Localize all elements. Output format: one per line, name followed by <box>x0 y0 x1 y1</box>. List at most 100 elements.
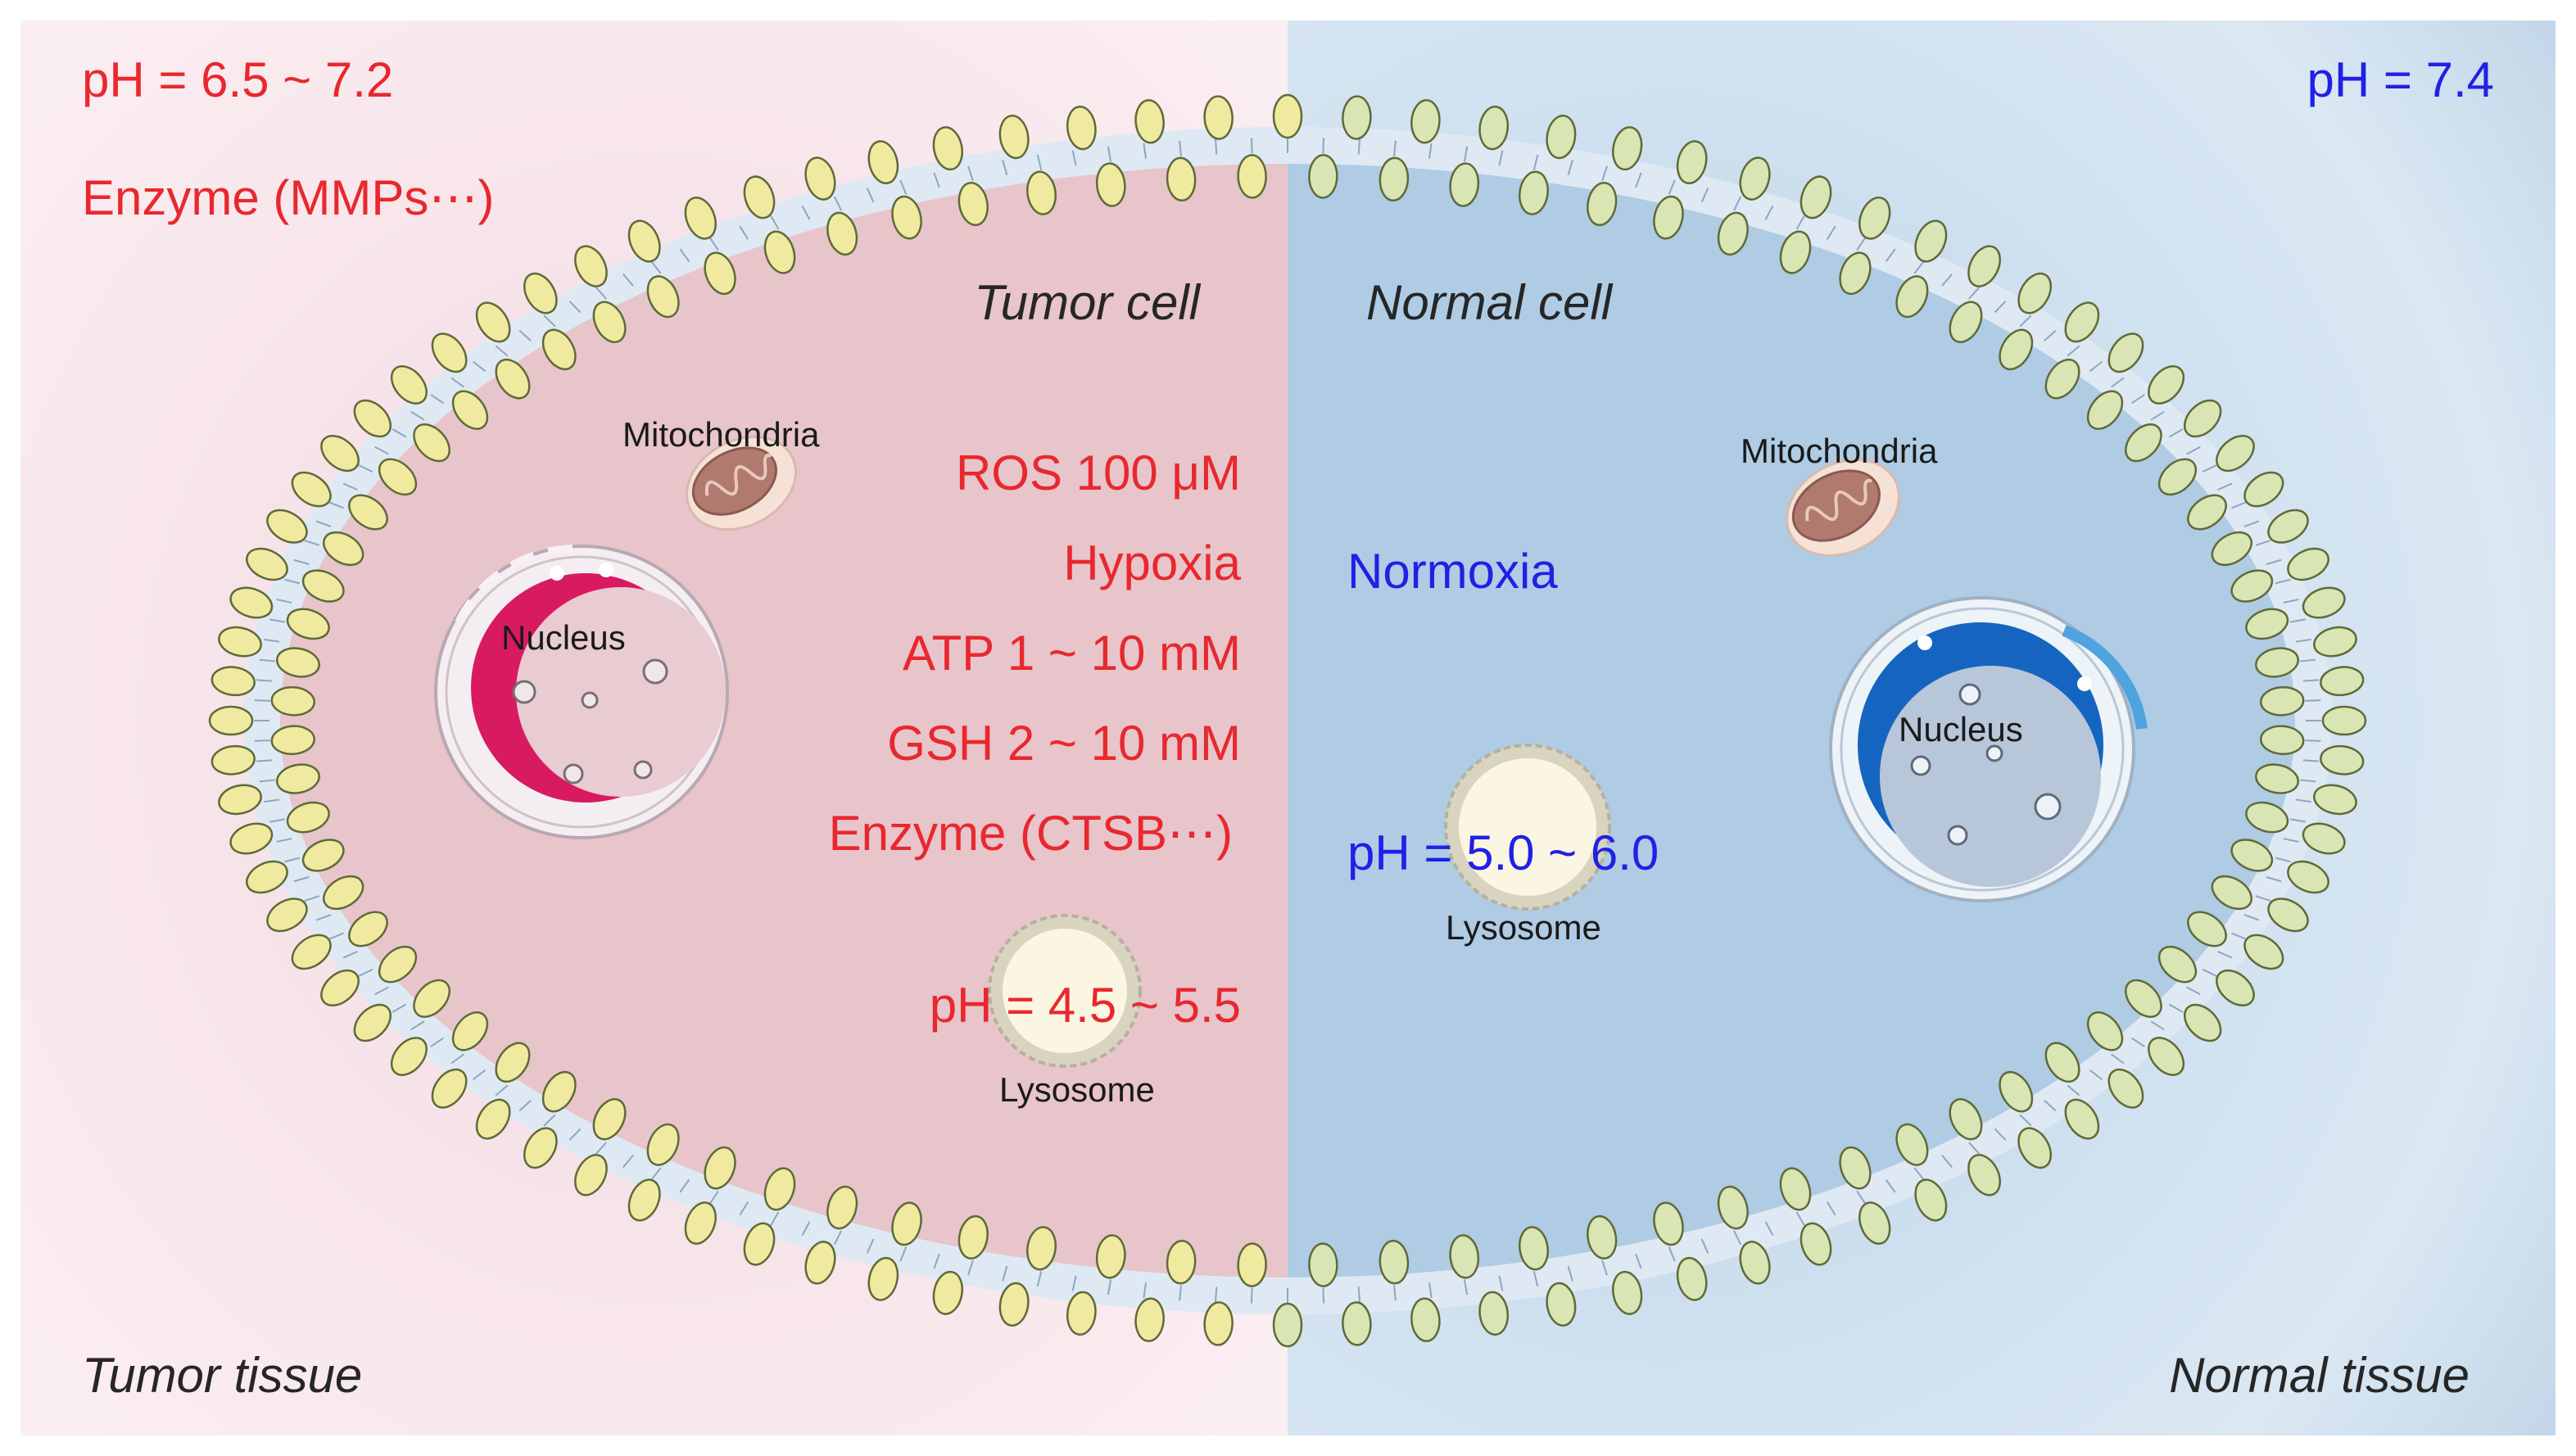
phospholipid-head <box>275 647 320 678</box>
phospholipid-head <box>1999 1070 2034 1113</box>
lipid-tail <box>679 248 690 262</box>
lipid-tail <box>2255 895 2271 902</box>
lipid-tail <box>1856 1190 1867 1205</box>
lipid-tail <box>256 679 273 682</box>
phospholipid-head <box>1519 170 1549 215</box>
normal-nucleus-icon <box>1829 596 2148 902</box>
lipid-tail <box>410 1020 425 1031</box>
phospholipid-head <box>1739 156 1771 201</box>
phospholipid-head <box>627 219 661 263</box>
phospholipid-head <box>229 586 274 619</box>
phospholipid-head <box>1839 251 1872 296</box>
phospholipid-head <box>1134 99 1165 144</box>
lipid-tail <box>2150 410 2165 421</box>
phospholipid-head <box>348 494 388 531</box>
lipid-tail <box>1856 237 1867 251</box>
phospholipid-head <box>958 182 989 227</box>
phospholipid-head <box>1342 95 1372 140</box>
phospholipid-head <box>2187 494 2227 531</box>
phospholipid-head <box>1237 154 1267 199</box>
lipid-tail <box>2243 914 2260 921</box>
lipid-tail <box>374 986 389 996</box>
phospholipid-head <box>413 979 450 1018</box>
lipid-tail <box>1357 138 1361 155</box>
lipid-tail <box>899 179 908 195</box>
phospholipid-head <box>2245 801 2289 834</box>
phospholipid-head <box>1095 162 1126 207</box>
phospholipid-head <box>2260 685 2305 717</box>
lipid-tail <box>2089 360 2103 373</box>
lipid-tail <box>358 968 373 978</box>
lipid-tail <box>259 658 275 662</box>
lipid-tail <box>518 329 532 342</box>
lipid-tail <box>284 578 301 585</box>
lipid-tail <box>622 273 634 287</box>
lipid-tail <box>264 798 280 803</box>
lipid-tail <box>328 932 344 940</box>
phospholipid-head <box>1999 328 2034 371</box>
phospholipid-head <box>2216 435 2255 473</box>
phospholipid-head <box>2107 332 2144 373</box>
phospholipid-head <box>1272 93 1303 139</box>
phospholipid-head <box>998 115 1030 160</box>
phospholipid-head <box>1653 195 1684 240</box>
lipid-tail <box>1941 273 1953 287</box>
tumor-intracellular-enzyme: Enzyme (CTSB⋯) <box>828 806 1233 861</box>
phospholipid-head <box>1895 1123 1929 1166</box>
phospholipid-head <box>2243 471 2284 508</box>
lipid-tail <box>2111 377 2125 388</box>
lipid-tail <box>269 618 286 623</box>
phospholipid-head <box>1800 175 1832 219</box>
lipid-tail <box>2130 1037 2145 1047</box>
phospholipid-head <box>1237 1242 1267 1287</box>
lipid-tail <box>410 410 425 421</box>
lipid-tail <box>2186 445 2201 455</box>
phospholipid-head <box>1800 1222 1832 1266</box>
normal-cell-label: Normal cell <box>1366 275 1613 330</box>
lipid-tail <box>256 759 273 762</box>
membrane-bilayer-lines <box>254 138 2321 1304</box>
phospholipid-head <box>1095 1234 1126 1279</box>
phospholipid-head <box>1410 1297 1441 1342</box>
phospholipid-head <box>1895 275 1929 319</box>
tumor-lysosome-label: Lysosome <box>999 1070 1155 1109</box>
phospholipid-head <box>2017 272 2053 314</box>
phospholipid-head <box>1779 230 1812 274</box>
lipid-tail <box>1002 1265 1008 1282</box>
lipid-tail <box>1795 1211 1805 1227</box>
lipid-tail <box>1764 1221 1774 1237</box>
phospholipid-head <box>1478 106 1510 151</box>
lipid-tail <box>1107 1279 1112 1295</box>
phospholipid-head <box>1611 126 1643 171</box>
phospholipid-head <box>2216 969 2255 1006</box>
lipid-tail <box>2289 618 2307 623</box>
phospholipid-head <box>998 1282 1030 1327</box>
phospholipid-head <box>323 531 364 567</box>
lipid-tail <box>1532 154 1539 170</box>
lipid-tail <box>1601 1259 1608 1276</box>
normal-extracellular-ph: pH = 7.4 <box>2307 52 2495 107</box>
lipid-tail <box>2302 759 2319 762</box>
phospholipid-head <box>2313 626 2357 658</box>
lipid-tail <box>833 196 843 211</box>
phospholipid-head <box>475 1098 511 1140</box>
lipid-tail <box>358 463 373 473</box>
lipid-tail <box>2130 394 2145 405</box>
lipid-tail <box>2283 838 2299 843</box>
lipid-tail <box>967 165 974 182</box>
phospholipid-head <box>2064 301 2100 343</box>
phospholipid-head <box>1308 1242 1338 1287</box>
tumor-extracellular-enzyme: Enzyme (MMPs⋯) <box>82 170 495 225</box>
lipid-tail <box>304 540 320 546</box>
phospholipid-head <box>2255 647 2300 678</box>
tumor-extracellular-ph: pH = 6.5 ~ 7.2 <box>82 52 394 107</box>
phospholipid-head <box>1858 197 1891 240</box>
lipid-tail <box>1428 142 1433 159</box>
lipid-tail <box>739 225 749 240</box>
phospholipid-head <box>1026 170 1057 215</box>
phospholipid-head <box>684 197 717 240</box>
lipid-tail <box>276 598 292 604</box>
phospholipid-head <box>684 1201 717 1245</box>
phospholipid-head <box>867 1256 899 1301</box>
phospholipid-head <box>390 1037 428 1076</box>
